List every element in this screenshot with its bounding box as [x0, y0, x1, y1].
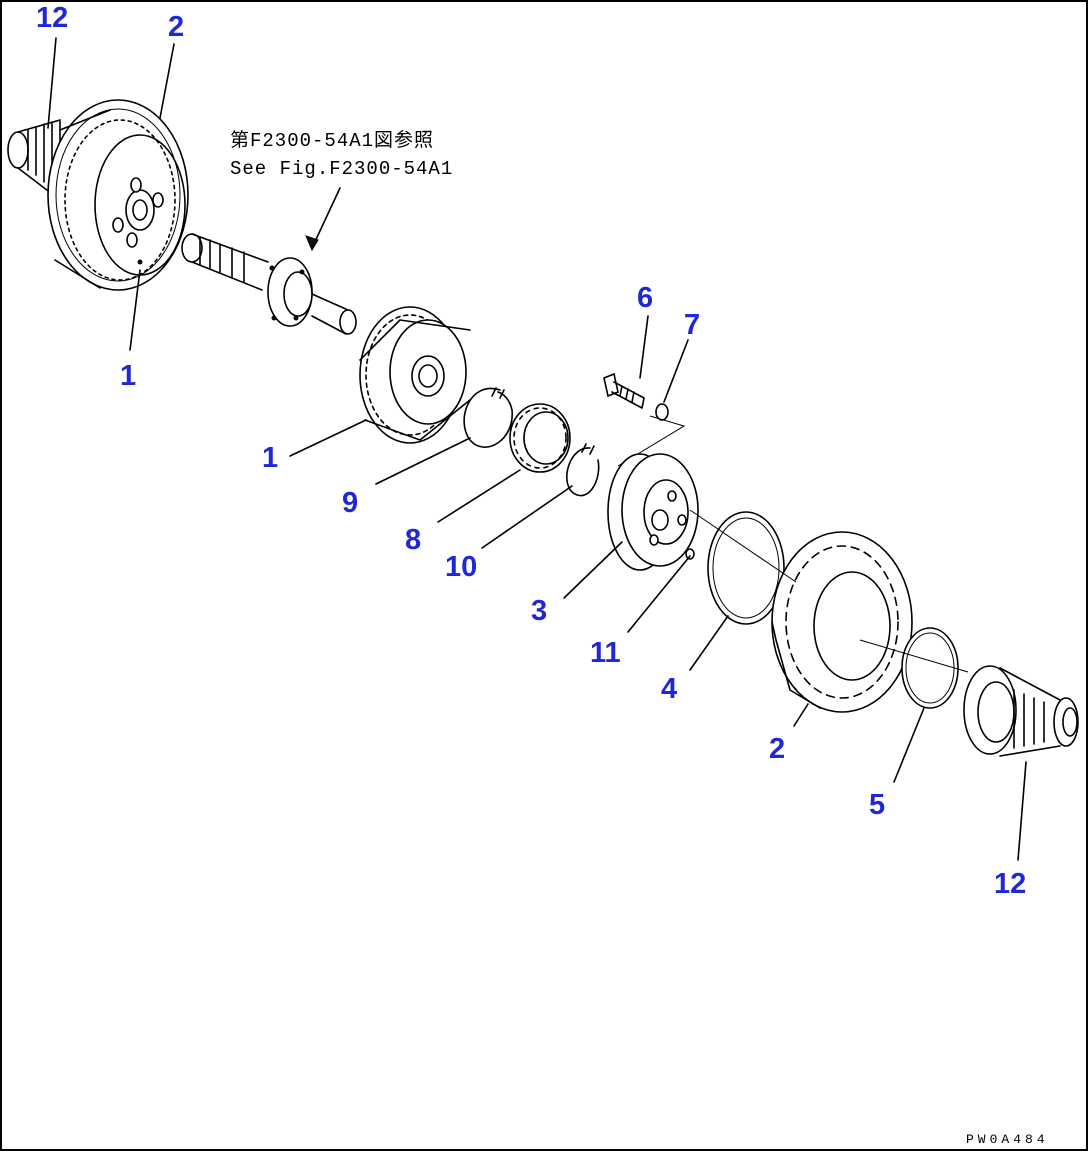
- carrier-part-1: [359, 306, 471, 444]
- assembly-axis: [689, 509, 969, 673]
- ring-4: [707, 511, 785, 625]
- reference-leader: [311, 187, 341, 249]
- callout-11: 11: [590, 637, 621, 669]
- callout-12-top: 12: [36, 2, 68, 34]
- ring-5: [901, 627, 959, 709]
- plate-3: [607, 453, 699, 571]
- callout-1-left: 1: [120, 360, 136, 392]
- hub-12: [963, 665, 1079, 757]
- ring-gear-2: [771, 531, 913, 713]
- washer-7: [655, 403, 669, 421]
- callout-2-top: 2: [168, 11, 184, 43]
- callout-1-mid: 1: [262, 442, 278, 474]
- callout-12-bottom: 12: [994, 868, 1026, 900]
- snap-ring-9: [463, 387, 513, 448]
- snap-ring-10: [566, 447, 600, 497]
- drawing-code: PW0A484: [966, 1132, 1049, 1147]
- ball-11: [685, 548, 695, 560]
- bolt-guide-line: [617, 415, 686, 467]
- callout-4: 4: [661, 673, 677, 705]
- leader-lines: [47, 37, 1027, 861]
- callout-6: 6: [637, 282, 653, 314]
- callout-7: 7: [684, 309, 700, 341]
- center-shaft: [181, 233, 357, 335]
- carrier-assembly-top-left: [7, 99, 189, 291]
- bolt-6: [603, 372, 645, 409]
- callout-10: 10: [445, 551, 477, 583]
- callout-9: 9: [342, 487, 358, 519]
- bearing-8: [509, 403, 571, 473]
- reference-arrowhead: [305, 235, 319, 252]
- callout-2-bottom: 2: [769, 733, 785, 765]
- callout-8: 8: [405, 524, 421, 556]
- callout-3: 3: [531, 595, 547, 627]
- callout-5: 5: [869, 789, 885, 821]
- reference-note-en: See Fig.F2300-54A1: [230, 158, 453, 180]
- reference-note-jp: 第F2300-54A1図参照: [230, 129, 434, 152]
